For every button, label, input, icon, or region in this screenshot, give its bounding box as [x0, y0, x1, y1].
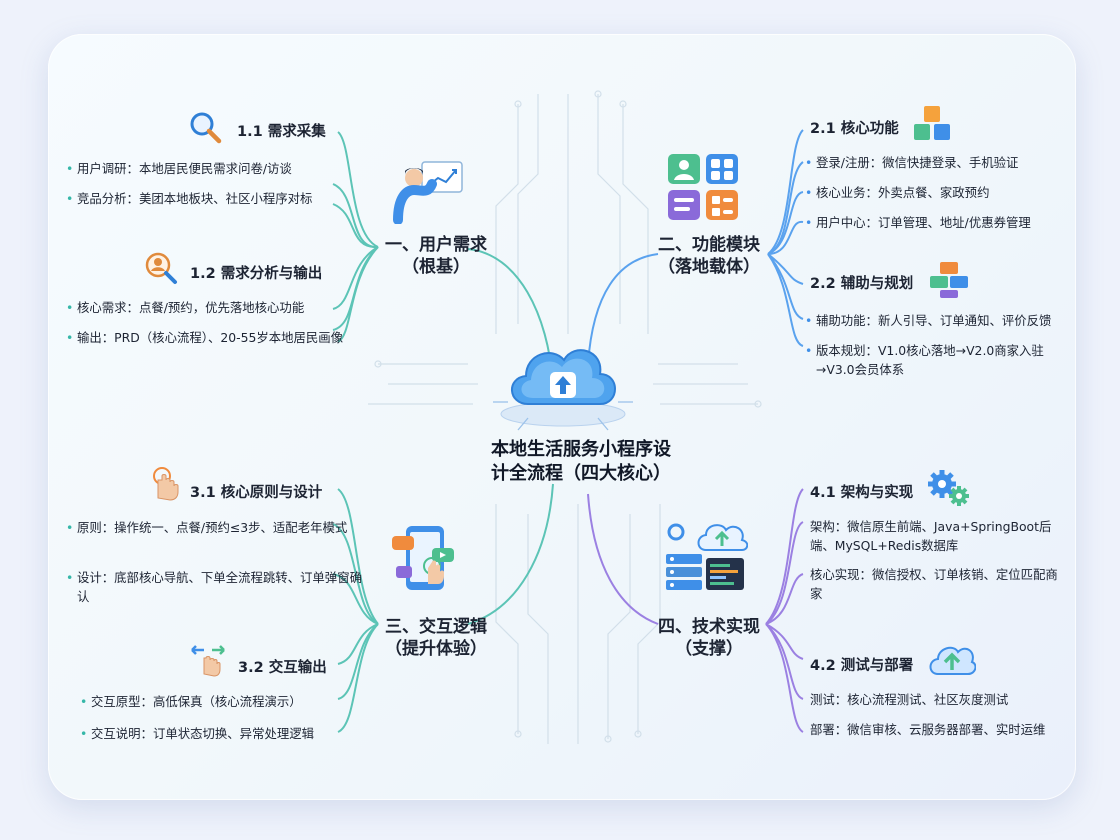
blocks-icon [930, 262, 968, 298]
section-title-core-principles: 3.1 核心原则与设计 [190, 485, 323, 501]
cloud-upload-icon [929, 646, 976, 675]
section-title-auxiliary-planning: 2.2 辅助与规划 [810, 276, 914, 292]
server-cloud-icon [666, 523, 748, 590]
list-item: 测试：核心流程测试、社区灰度测试 [810, 692, 1009, 707]
center-title-line1: 本地生活服务小程序设 [491, 439, 671, 460]
branch-function-modules-title: 二、功能模块 [658, 235, 760, 255]
phone-interaction-icon [392, 526, 454, 590]
section-title-interaction-output: 3.2 交互输出 [238, 660, 327, 676]
list-item: 版本规划：V1.0核心落地→V2.0商家入驻→V3.0会员体系 [805, 341, 1071, 379]
branch-tech-implementation: 四、技术实现 （支撑） [634, 616, 784, 660]
section-title-architecture: 4.1 架构与实现 [810, 485, 914, 501]
list-item: 核心需求：点餐/预约，优先落地核心功能 [66, 298, 377, 317]
tap-hand-icon [153, 467, 179, 501]
section-title-requirements-collection: 1.1 需求采集 [237, 124, 326, 140]
branch-user-needs-subtitle: （根基） [402, 257, 470, 277]
list-item: 原则：操作统一、点餐/预约≤3步、适配老年模式 [66, 518, 367, 537]
presenter-chart-icon [393, 161, 463, 224]
list-item: 输出：PRD（核心流程）、20-55岁本地居民画像 [66, 328, 347, 347]
list-item: 用户调研：本地居民便民需求问卷/访谈 [66, 159, 377, 178]
list-item: 用户中心：订单管理、地址/优惠券管理 [805, 213, 1076, 232]
list-item: 架构：微信原生前端、Java+SpringBoot后端、MySQL+Redis数… [810, 519, 1052, 553]
section-title-testing-deployment: 4.2 测试与部署 [810, 658, 914, 674]
branch-user-needs: 一、用户需求 （根基） [366, 234, 506, 278]
list-item: 辅助功能：新人引导、订单通知、评价反馈 [805, 311, 1076, 330]
branch-tech-implementation-subtitle: （支撑） [675, 639, 743, 659]
app-grid-icon [668, 154, 738, 220]
list-item: 设计：底部核心导航、下单全流程跳转、订单弹窗确认 [66, 568, 367, 606]
branch-interaction-logic-subtitle: （提升体验） [385, 639, 487, 659]
mindmap-card: 本地生活服务小程序设 计全流程（四大核心） 一、用户需求 （根基） 1.1 需求… [48, 34, 1076, 800]
swipe-hand-icon [191, 645, 225, 677]
list-item: 核心业务：外卖点餐、家政预约 [805, 183, 1076, 202]
gears-icon [928, 470, 969, 506]
user-search-icon [145, 252, 177, 284]
cubes-icon [914, 106, 950, 140]
branch-interaction-logic-title: 三、交互逻辑 [385, 617, 487, 637]
list-item: 交互说明：订单状态切换、异常处理逻辑 [80, 724, 381, 743]
branch-function-modules-subtitle: （落地载体） [658, 257, 760, 277]
center-title: 本地生活服务小程序设 计全流程（四大核心） [466, 438, 696, 486]
branch-function-modules: 二、功能模块 （落地载体） [634, 234, 784, 278]
list-item: 核心实现：微信授权、订单核销、定位匹配商家 [810, 567, 1058, 601]
branch-user-needs-title: 一、用户需求 [385, 235, 487, 255]
cloud-upload-center-icon [493, 349, 633, 431]
center-title-line2: 计全流程（四大核心） [491, 463, 671, 484]
connector-lines [332, 90, 804, 744]
list-item: 登录/注册：微信快捷登录、手机验证 [805, 153, 1076, 172]
list-item: 竞品分析：美团本地板块、社区小程序对标 [66, 189, 377, 208]
branch-tech-implementation-title: 四、技术实现 [658, 617, 760, 637]
magnifier-icon [190, 112, 222, 144]
list-item: 部署：微信审核、云服务器部署、实时运维 [810, 722, 1046, 737]
list-item: 交互原型：高低保真（核心流程演示） [80, 692, 381, 711]
branch-interaction-logic: 三、交互逻辑 （提升体验） [366, 616, 506, 660]
section-title-requirements-analysis: 1.2 需求分析与输出 [190, 266, 323, 282]
section-title-core-functions: 2.1 核心功能 [810, 121, 899, 137]
